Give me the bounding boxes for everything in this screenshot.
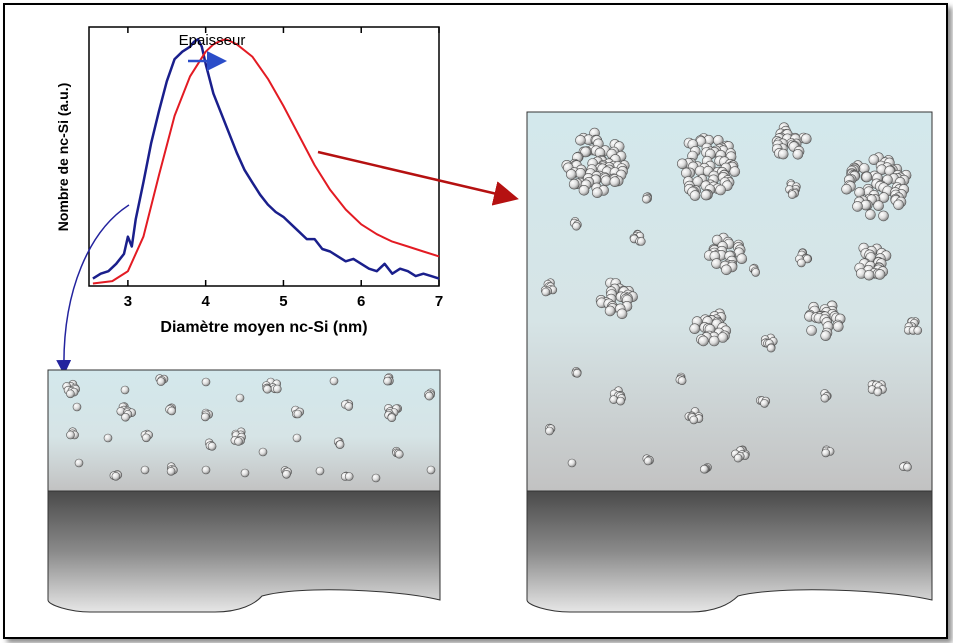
nanocrystal-cluster: [609, 386, 626, 406]
nanocrystal-cluster: [804, 300, 846, 342]
nanocrystal-cluster: [201, 377, 211, 387]
series-layer: [92, 38, 440, 285]
nanocrystal-cluster: [329, 376, 339, 386]
nanocrystal-cluster: [731, 445, 750, 463]
nanocrystal-cluster: [676, 133, 741, 201]
x-tick-label: 4: [201, 293, 210, 310]
nanocrystal-cluster: [140, 465, 150, 475]
nanocrystal-cluster: [384, 403, 403, 423]
tick-layer: 3 4 5 6 7: [124, 27, 443, 310]
nanocrystal-cluster: [262, 377, 282, 394]
nanocrystal-cluster: [703, 232, 748, 276]
nanocrystal-cluster: [392, 446, 404, 459]
nanocrystal-cluster: [755, 396, 771, 408]
nanocrystal-cluster: [567, 458, 577, 468]
nanocrystal-cluster: [340, 399, 354, 411]
nanocrystal-cluster: [569, 217, 582, 231]
nanocrystal-cluster: [315, 466, 325, 476]
thin-film-substrate: [47, 490, 441, 613]
nanocrystal-cluster: [120, 385, 130, 395]
nanocrystal-cluster: [166, 462, 178, 476]
nanocrystal-cluster: [201, 465, 211, 475]
nanocrystal-cluster: [795, 248, 813, 268]
nanocrystal-cluster: [333, 437, 345, 449]
nanocrystal-cluster: [165, 403, 176, 416]
nanocrystal-cluster: [748, 263, 761, 277]
thin-film-illustration: [47, 369, 441, 613]
nanocrystal-cluster: [689, 308, 732, 347]
nanocrystal-cluster: [426, 465, 436, 475]
nanocrystal-cluster: [561, 127, 630, 198]
nanocrystal-cluster: [785, 179, 801, 199]
nanocrystal-cluster: [155, 374, 169, 386]
nanocrystal-cluster: [571, 366, 582, 378]
nanocrystal-cluster: [699, 463, 712, 474]
x-tick-label: 7: [435, 293, 443, 310]
nanocrystal-cluster: [595, 277, 638, 320]
nanocrystal-cluster: [240, 468, 250, 478]
nanocrystal-cluster: [201, 408, 213, 422]
nanocrystal-cluster: [867, 379, 887, 397]
nanocrystal-cluster: [540, 278, 558, 297]
series-line-1: [92, 38, 440, 280]
nanocrystal-cluster: [854, 242, 892, 281]
y-axis-label: Nombre de nc-Si (a.u.): [55, 83, 71, 232]
series-line-2: [92, 38, 440, 285]
nanocrystal-cluster: [66, 427, 79, 440]
thickness-annotation: Epaisseur: [179, 32, 246, 49]
nanocrystal-cluster: [760, 333, 778, 353]
nanocrystal-cluster: [291, 405, 305, 419]
nanocrystal-cluster: [423, 388, 436, 401]
nanocrystal-cluster: [903, 317, 923, 335]
nanocrystal-cluster: [204, 438, 217, 451]
nanocrystal-cluster: [642, 454, 654, 466]
nanocrystal-cluster: [72, 402, 82, 412]
thick-film-particles: [540, 122, 923, 474]
nanocrystal-cluster: [371, 473, 381, 483]
nanocrystal-cluster: [116, 402, 136, 422]
x-tick-label: 3: [124, 293, 132, 310]
nanocrystal-cluster: [675, 372, 687, 386]
nanocrystal-cluster: [820, 389, 832, 403]
nanocrystal-cluster: [109, 470, 123, 481]
thick-film-illustration: [526, 111, 933, 613]
nanocrystal-cluster: [841, 152, 912, 222]
x-axis-label: Diamètre moyen nc-Si (nm): [160, 319, 367, 336]
nanocrystal-cluster: [62, 379, 80, 399]
nanocrystal-cluster: [103, 433, 113, 443]
nanocrystal-cluster: [340, 471, 354, 481]
nanocrystal-cluster: [383, 373, 394, 386]
nanocrystal-cluster: [74, 458, 84, 468]
nanocrystal-cluster: [899, 461, 912, 472]
arrow-to-thick-film: [317, 150, 519, 206]
nanocrystal-cluster: [821, 445, 835, 458]
size-distribution-chart: 3 4 5 6 7 Epaisseur Diamètre moyen nc-Si (nm…: [55, 26, 443, 336]
nanocrystal-cluster: [230, 427, 246, 446]
nanocrystal-cluster: [771, 122, 812, 160]
x-tick-label: 6: [357, 293, 365, 310]
nanocrystal-cluster: [235, 393, 245, 403]
nanocrystal-cluster: [292, 433, 302, 443]
nanocrystal-cluster: [684, 407, 704, 425]
plot-area: [88, 26, 440, 287]
thin-film-particles: [62, 373, 436, 483]
nanocrystal-cluster: [140, 429, 153, 443]
nanocrystal-cluster: [629, 229, 646, 246]
nanocrystal-cluster: [258, 447, 268, 457]
nanocrystal-cluster: [642, 192, 653, 204]
nanocrystal-cluster: [545, 423, 556, 436]
arrow-to-thin-film: [56, 204, 130, 375]
thick-film-substrate: [526, 490, 933, 613]
nanocrystal-cluster: [280, 466, 292, 479]
x-tick-label: 5: [279, 293, 287, 310]
